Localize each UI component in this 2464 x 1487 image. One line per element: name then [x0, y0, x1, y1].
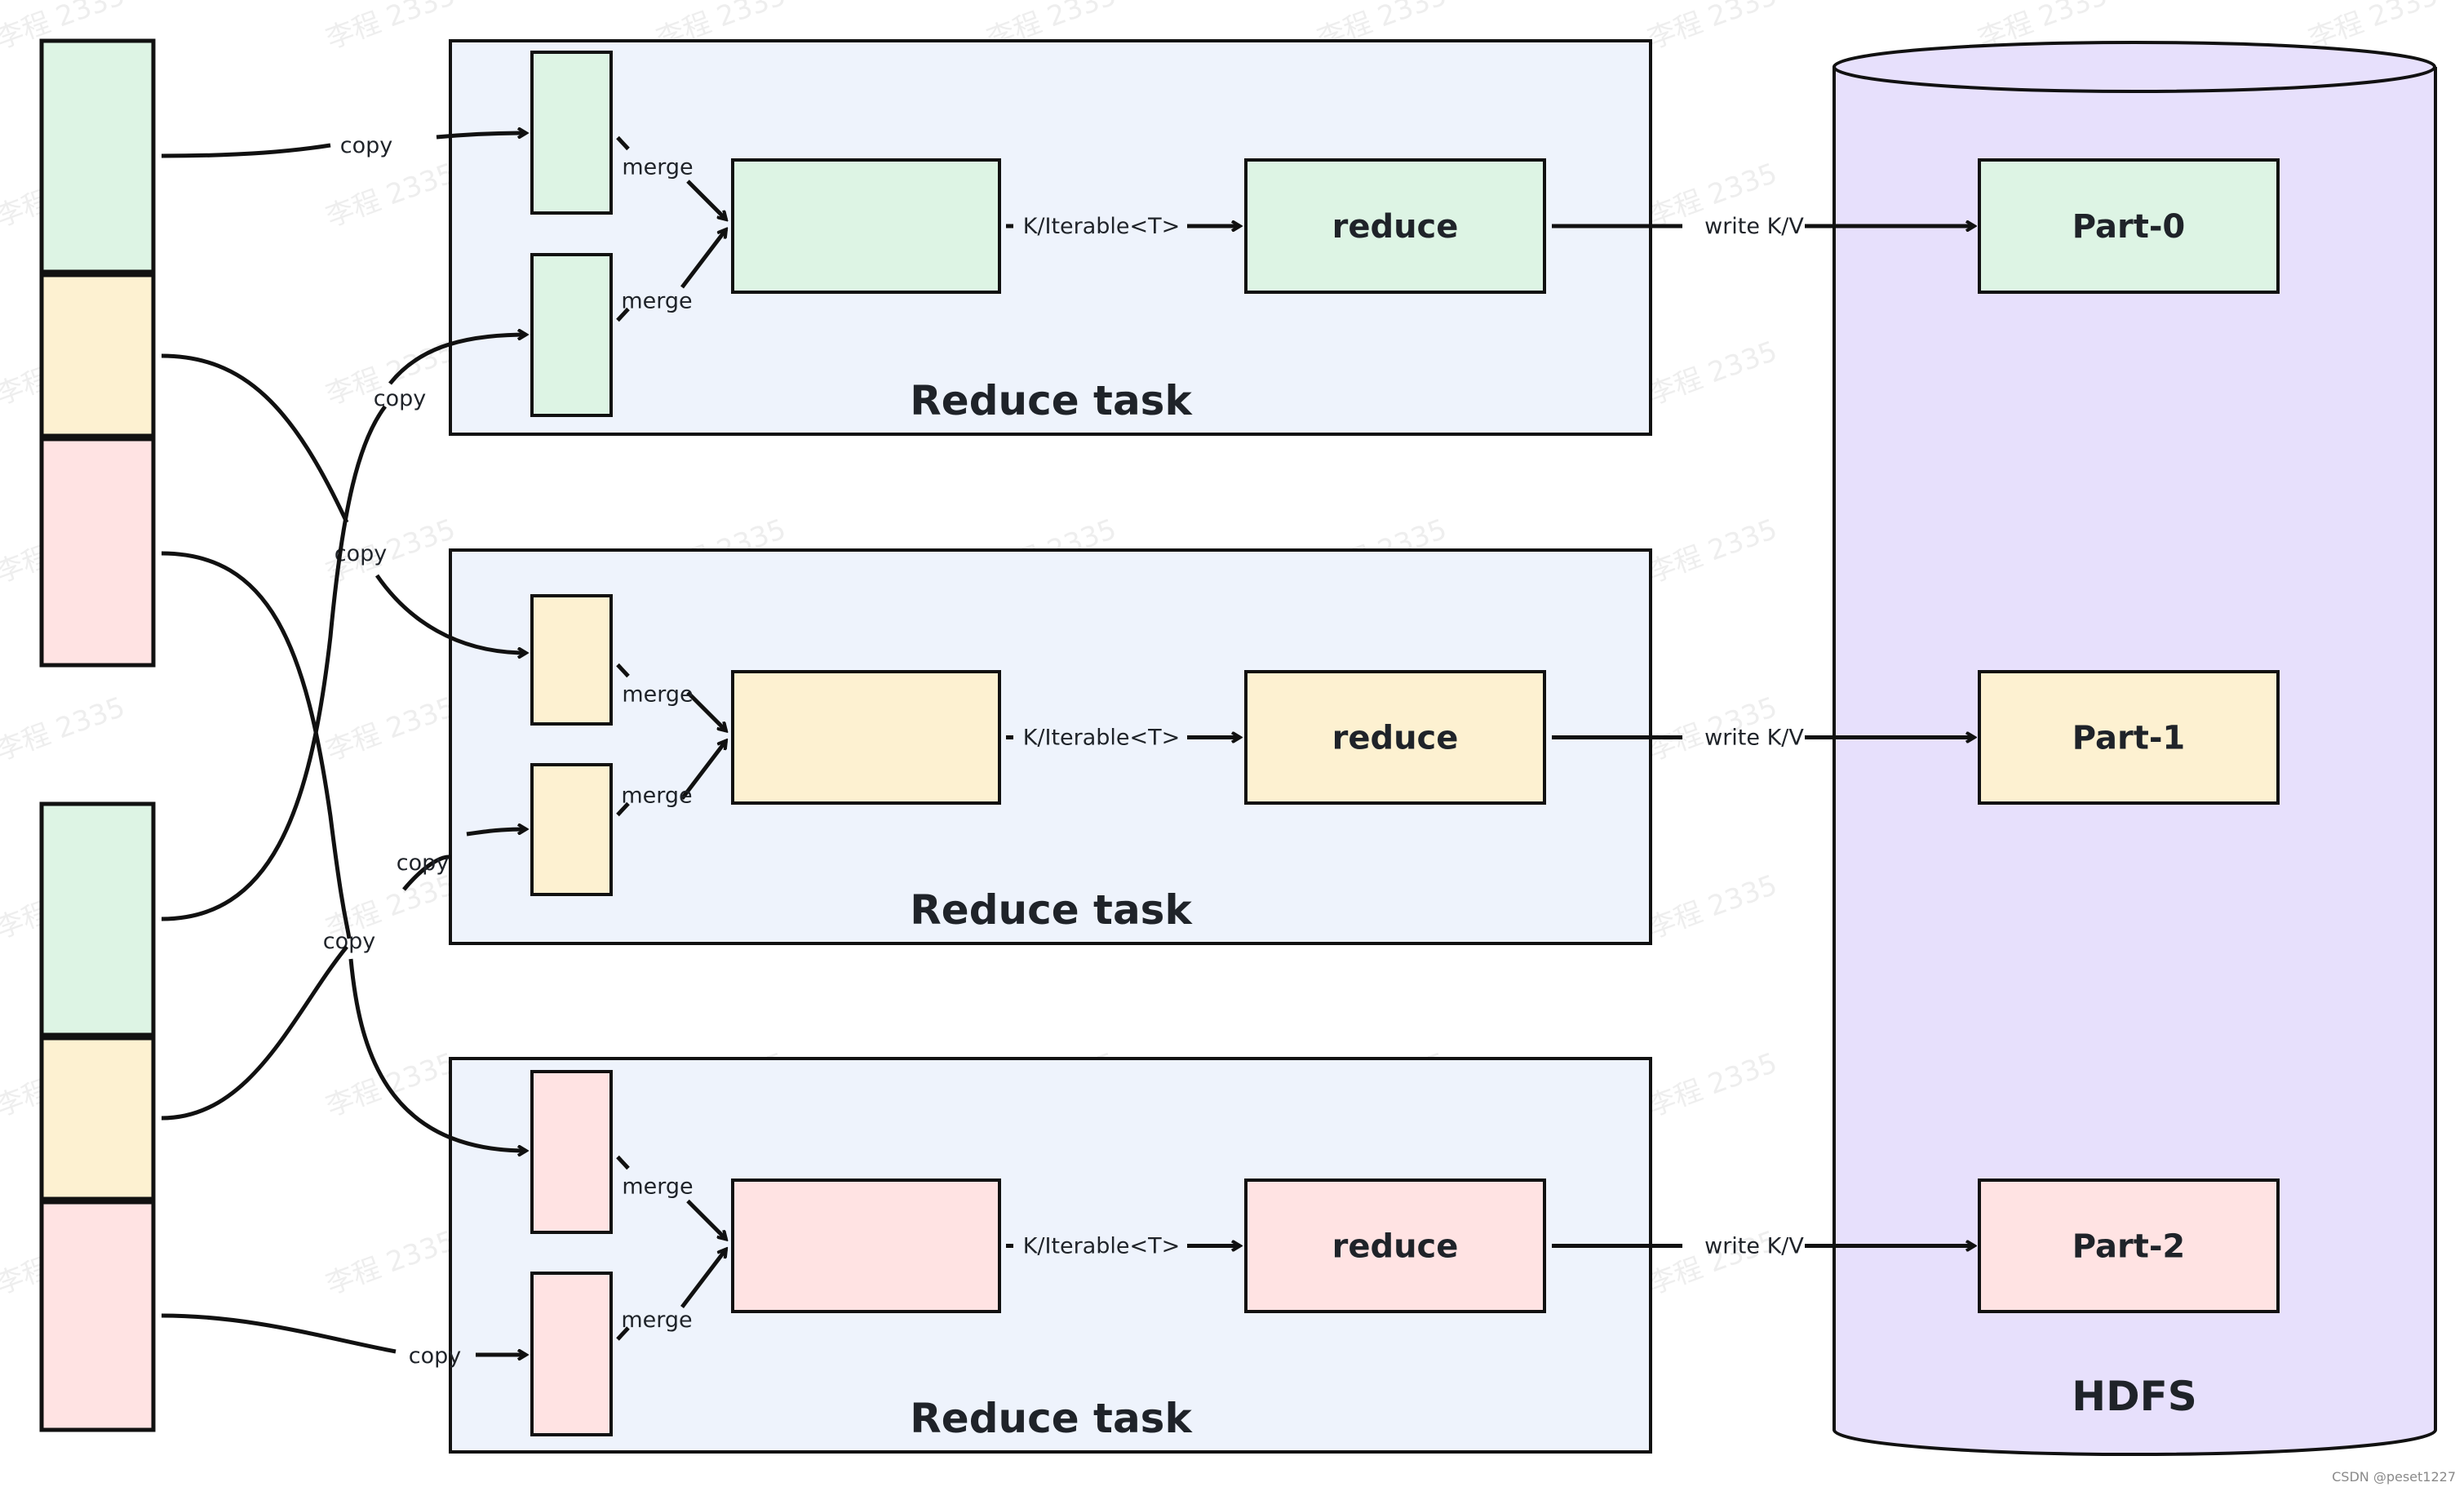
- merge-label: merge: [621, 1307, 692, 1333]
- map-partition-pink: [39, 437, 156, 668]
- merge-arrow: [680, 1250, 726, 1309]
- merge-connector: [616, 1155, 630, 1170]
- copied-segment-2: [530, 763, 613, 896]
- merge-label: merge: [622, 682, 693, 708]
- write-label: write K/V: [1704, 214, 1804, 239]
- map-output-1: [39, 38, 156, 668]
- merge-label: merge: [621, 783, 692, 809]
- hdfs-cylinder-top: [1832, 41, 2436, 93]
- map-partition-green: [39, 38, 156, 274]
- write-label: write K/V: [1704, 726, 1804, 751]
- copy-line: [161, 551, 352, 939]
- map-partition-green: [39, 801, 156, 1037]
- copy-label: copy: [323, 929, 376, 954]
- copy-flow-4: copy: [161, 829, 526, 1121]
- copy-line: [161, 1313, 397, 1354]
- hdfs-part-0: [1978, 158, 2280, 294]
- iterable-label: K/Iterable<T>: [1023, 726, 1181, 751]
- merge-arrow: [680, 229, 726, 289]
- copy-flow-2: copy: [161, 551, 526, 1151]
- merge-arrow: [686, 180, 726, 220]
- copy-arrow: [374, 574, 526, 653]
- merge-connector: [616, 801, 630, 817]
- part-label: Part-1: [2072, 720, 2186, 757]
- watermark-text: 李程 2335: [321, 1224, 459, 1301]
- merge-label: merge: [622, 1174, 693, 1200]
- copied-segment-1: [530, 594, 613, 726]
- reduce-task-title: Reduce task: [910, 886, 1193, 934]
- part-label: Part-0: [2072, 208, 2186, 246]
- hdfs-part-1: [1978, 670, 2280, 805]
- reduce-label: reduce: [1332, 720, 1459, 757]
- watermark-text: 李程 2335: [321, 690, 459, 767]
- watermark-text: 李程 2335: [1643, 868, 1781, 945]
- credit-text: CSDN @peset1227: [2332, 1469, 2456, 1485]
- reduce-function-box: [1244, 670, 1546, 805]
- hdfs-part-2: [1978, 1179, 2280, 1313]
- watermark-text: 李程 2335: [1643, 1046, 1781, 1123]
- reduce-label: reduce: [1332, 1228, 1459, 1266]
- reduce-task-title: Reduce task: [910, 1395, 1193, 1442]
- merge-arrow: [680, 741, 726, 801]
- watermark-text: 李程 2335: [1643, 0, 1781, 55]
- merge-arrow: [686, 690, 726, 731]
- reduce-label: reduce: [1332, 208, 1459, 246]
- write-label: write K/V: [1704, 1234, 1804, 1259]
- copy-label: copy: [397, 850, 450, 876]
- watermark-text: 李程 2335: [1643, 513, 1781, 589]
- merged-file: [731, 1179, 1001, 1313]
- copy-line: [161, 143, 331, 158]
- watermark-text: 李程 2335: [321, 157, 459, 233]
- watermark-text: 李程 2335: [321, 1046, 459, 1123]
- copied-segment-1: [530, 1070, 613, 1234]
- merge-connector: [616, 1326, 630, 1341]
- map-partition-yellow: [39, 273, 156, 438]
- reduce-task-title: Reduce task: [910, 377, 1193, 424]
- copy-flow-0: copy: [161, 133, 526, 158]
- copy-arrow: [348, 958, 526, 1151]
- merge-label: merge: [622, 155, 693, 180]
- copy-flow-3: copy: [161, 335, 526, 921]
- merged-file: [731, 158, 1001, 294]
- copy-line: [161, 945, 348, 1121]
- merge-connector: [616, 307, 630, 322]
- copied-segment-2: [530, 1272, 613, 1436]
- reduce-function-box: [1244, 158, 1546, 294]
- iterable-label: K/Iterable<T>: [1023, 1234, 1181, 1259]
- merged-file: [731, 670, 1001, 805]
- map-partition-pink: [39, 1200, 156, 1432]
- reduce-function-box: [1244, 1179, 1546, 1313]
- copied-segment-2: [530, 253, 613, 417]
- merge-label: merge: [621, 289, 692, 314]
- iterable-label: K/Iterable<T>: [1023, 214, 1181, 239]
- copy-line: [161, 353, 349, 524]
- part-label: Part-2: [2072, 1228, 2186, 1266]
- watermark-text: 李程 2335: [321, 0, 459, 55]
- copy-label: copy: [409, 1343, 462, 1369]
- map-output-2: [39, 801, 156, 1432]
- map-partition-yellow: [39, 1036, 156, 1201]
- copied-segment-1: [530, 51, 613, 215]
- copy-label: copy: [340, 133, 393, 158]
- merge-connector: [616, 663, 630, 678]
- copy-arrow: [436, 133, 526, 140]
- hdfs-label: HDFS: [2072, 1373, 2197, 1420]
- map-outputs: [39, 38, 156, 1432]
- copy-line: [161, 405, 387, 921]
- copy-label: copy: [374, 386, 427, 411]
- merge-connector: [616, 135, 630, 151]
- watermark-text: 李程 2335: [0, 690, 129, 767]
- copy-flow-5: copy: [161, 1313, 526, 1369]
- copy-arrow: [388, 335, 526, 385]
- watermark-text: 李程 2335: [1643, 335, 1781, 411]
- copy-arrow: [402, 829, 526, 891]
- merge-arrow: [686, 1199, 726, 1240]
